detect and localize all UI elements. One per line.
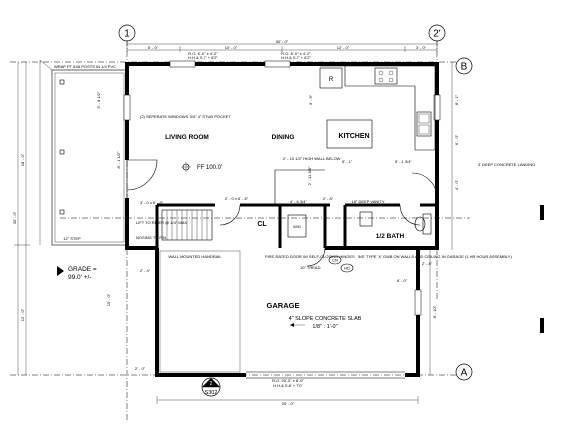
note-lift: LIFT TO RISER @ 1/4" MAX [136,220,187,225]
dim-top-seg: 5' - 0" [148,45,159,50]
half-bath: 1/2 BATH 18" DEEP VANITY [351,199,432,240]
stairs: LIFT TO RISER @ 1/4" MAX NOSING TO FIN [136,209,213,241]
grid-bubble-a: A [455,363,473,381]
dim-misc: 2' - 11 3/8" [307,166,312,185]
room-label-dining: DINING [272,134,295,141]
dim-right: 2' - 8" [422,261,433,266]
dim-right: 8' - 1" [454,94,459,105]
dim-misc: 4' - 6 3/4" [290,199,307,204]
bottom-dimensions: R.O. 20'-0" x 8'-0" H.H.& S.8' + 7'0" 20… [135,366,419,406]
section-cut-mark [540,318,544,333]
grade-value: 99.0' +/- [68,274,91,281]
dim-top-seg: 3' - 0" [416,45,427,50]
front-door [126,159,158,191]
dim-misc: 3' - 9" [308,94,313,105]
section-marker: 2 S302 [201,377,221,397]
dim-misc: 2' - 8" [323,196,334,201]
dim-overall-bottom: 20' - 0" [282,401,295,406]
windows [123,60,441,316]
grid-label-a: A [461,368,468,379]
dim-misc: 3' - 0 x 6' - 8" [140,200,164,205]
porch-note: WRAP PT 6X6 POSTS IN 1/4 PVC [54,64,116,69]
misc-dimensions: 5' - 8 1/2" 3' - 0 x 6' - 8" 2' - 0 x 6'… [96,91,412,306]
rear-door [411,172,438,199]
dim-misc: 5' - 1" [342,159,353,164]
section-cut-mark [540,205,544,220]
dim-misc: 10' - 0" [106,293,111,306]
ff-label: FF 100.0' [197,165,222,171]
dim-misc: 8' - 1 1/2" [116,151,121,168]
note-half-wall: 2' - 10 1/2" HIGH WALL BELOW [283,156,341,161]
top-dimensions: 30' - 0" 5' - 0" 10' - 0" 12' - 0" 3' - … [126,39,438,60]
note-fire-door: FIRE-RATED DOOR W/ SELF-CLOSING HINGES [265,254,355,259]
left-dimensions: 30' - 0" 18' - 0" 12' - 0" [12,62,30,375]
garage: WALL MOUNTED HANDRAIL GARAGE 4" SLOPE CO… [159,250,362,373]
laundry: W/D [287,214,307,238]
dim-misc: 2' - 4" [140,268,151,273]
note-nosing: NOSING TO FIN [136,235,166,240]
dim-top-seg: 10' - 0" [225,45,238,50]
dim-overall-top: 30' - 0" [276,39,289,44]
dim-misc: 5' - 1 3/4" [395,159,412,164]
window-ro: R.O. 6'-0" x 4'-2" [188,51,218,56]
note-landing: 3' DEEP CONCRETE LANDING [478,162,535,167]
note-slab-slope: 1/8" : 1'-0" [312,324,337,330]
note-slab: 4" SLOPE CONCRETE SLAB [289,316,362,322]
room-label-living: LIVING ROOM [165,134,209,141]
note-gwb: 5/8" TYPE 'X' GWB ON WALLS AND CEILING I… [358,254,512,259]
window-hhs: H.H.& S.7' + 6'2" [281,55,311,60]
grade-text: GRADE = [68,266,97,273]
dim-misc: 2' - 0 x 6' - 8" [225,196,249,201]
dim-left-total: 30' - 0" [12,211,17,224]
door-ro: R.O. 20'-0" x 8'-0" [272,378,304,383]
grid-label-b: B [461,62,468,73]
grid-bubble-2: 2' [428,24,446,42]
dim-right: 4' - 0" [454,179,459,190]
room-label-kitchen: KITCHEN [338,133,369,140]
room-label-cl: CL [257,221,267,228]
dim-top-seg: 12' - 0" [337,45,350,50]
grid-bubble-b: B [455,57,473,75]
fixture-cn: CN [332,258,338,263]
fixture-wd: W/D [293,224,301,229]
dim-bottom-left: 2' - 0" [135,366,146,371]
kitchen-counters: R KITCHEN [319,65,436,151]
dim-right: 8' - 10" [432,305,437,318]
room-label-garage: GARAGE [267,301,300,310]
grid-bubble-1: 1 [118,24,136,42]
dim-misc: 5' - 8 1/2" [96,91,101,108]
porch-step-note: 12" STEP [63,236,81,241]
right-dimensions: 8' - 1" 6' - 0" 4' - 0" 2' - 8" 8' - 10" [422,62,459,375]
note-windows: (2) SEPERATE WINDOWS 3/4" 4" STUD POCKET [140,114,231,119]
dim-right: 6' - 0" [454,134,459,145]
closet-door [219,204,241,226]
grid-label-2: 2' [433,29,441,40]
note-vanity: 18" DEEP VANITY [351,199,384,204]
fire-door: CN HD FIRE-RATED DOOR W/ SELF-CLOSING HI… [265,247,512,273]
window-hhs: H.H.& S.7' + 6'2" [188,55,218,60]
section-number: 2 [210,381,213,387]
interior-walls [155,169,437,248]
note-handrail: WALL MOUNTED HANDRAIL [168,254,222,259]
fixture-hd: HD [344,266,350,271]
dim-left-lower: 12' - 0" [20,308,25,321]
dim-misc: 6' - 0" [397,278,408,283]
fixture-r: R [329,77,334,83]
grade-label: GRADE = 99.0' +/- [57,266,97,281]
grid-label-1: 1 [124,29,130,40]
porch: WRAP PT 6X6 POSTS IN 1/4 PVC 12" STEP [39,59,128,246]
ff-marker: FF 100.0' [181,162,222,172]
door-hhs: H.H.& S.8' + 7'0" [273,383,303,388]
room-label-bath: 1/2 BATH [376,233,405,240]
dim-left-upper: 18' - 0" [20,153,25,166]
note-tread: 10" TREAD [300,265,321,270]
section-sheet: S302 [205,390,218,396]
window-ro: R.O. 6'-0" x 4'-2" [281,51,311,56]
